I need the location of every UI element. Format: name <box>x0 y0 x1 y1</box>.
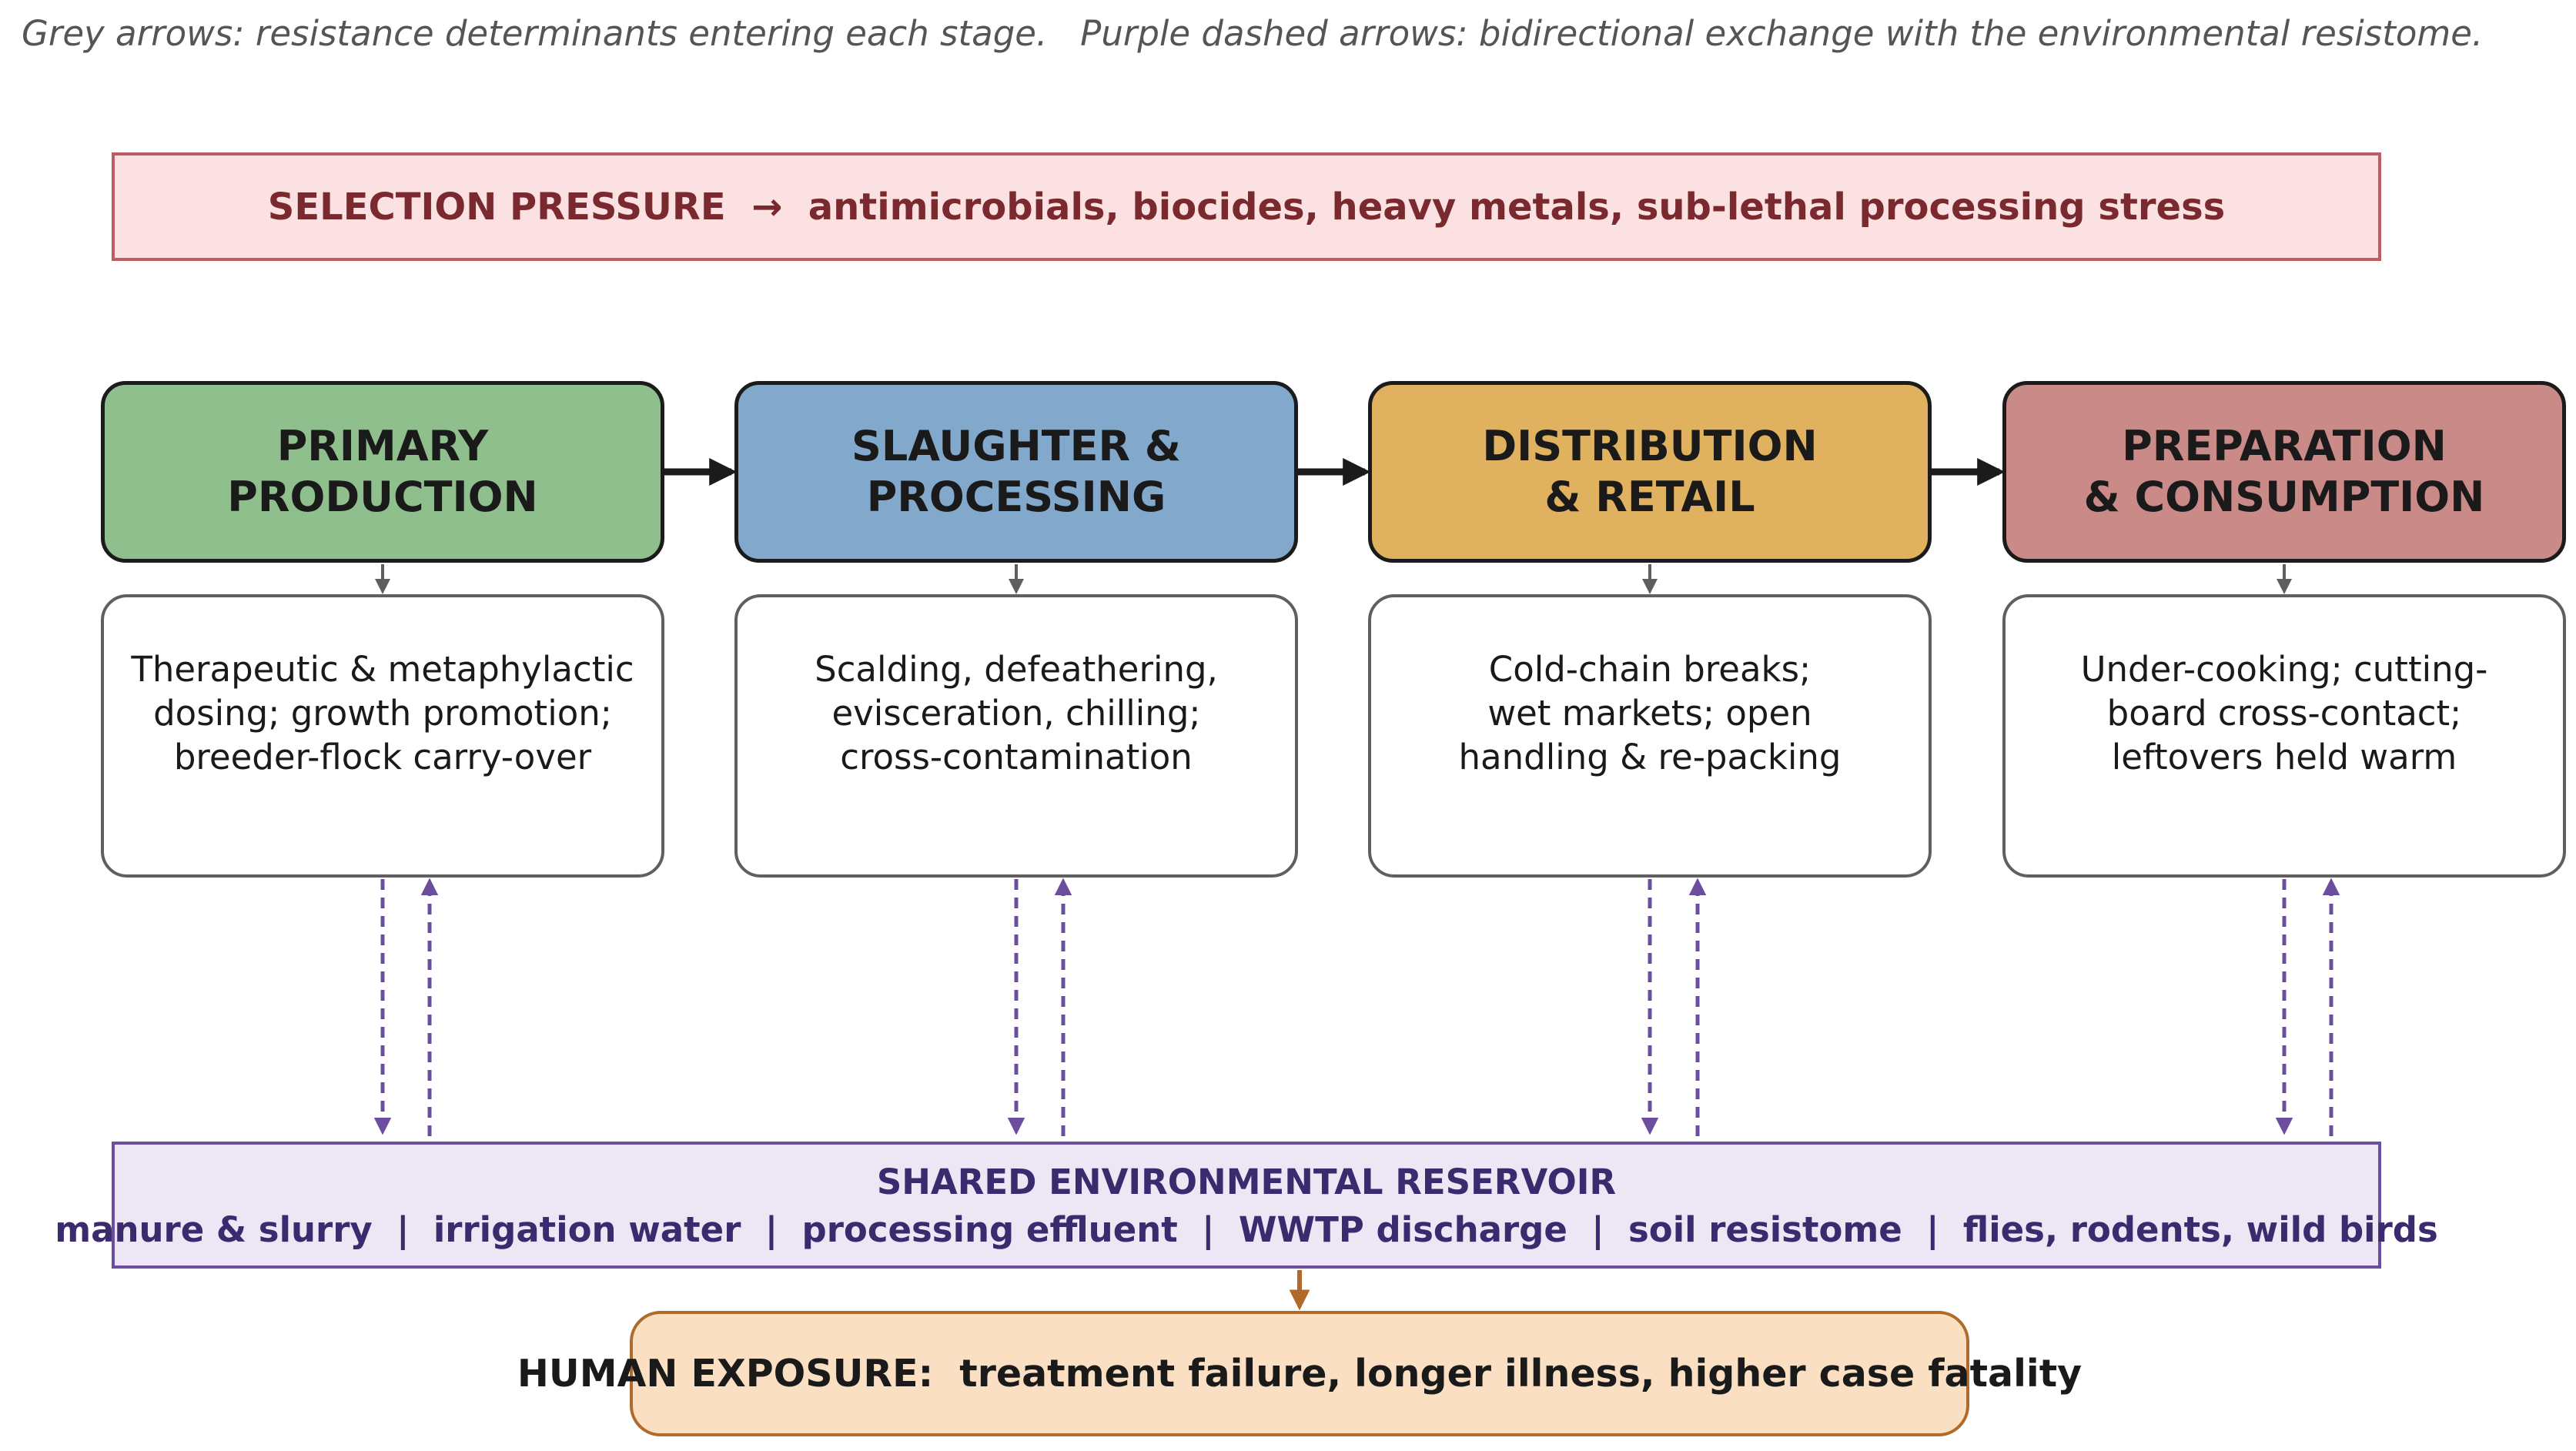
stage-title-line: DISTRIBUTION <box>1482 422 1818 470</box>
detail-line: dosing; growth promotion; <box>153 692 612 734</box>
stage-header-preparation-consumption: PREPARATION & CONSUMPTION <box>2002 381 2566 563</box>
stage-title-line: PROCESSING <box>866 473 1166 521</box>
stage-header-slaughter-processing: SLAUGHTER & PROCESSING <box>734 381 1298 563</box>
stage-header-primary-production: PRIMARY PRODUCTION <box>101 381 664 563</box>
stage-title-line: PRODUCTION <box>227 473 538 521</box>
detail-line: Under-cooking; cutting- <box>2080 648 2488 690</box>
stage-detail-distribution-retail: Cold-chain breaks; wet markets; open han… <box>1368 594 1932 878</box>
stage-detail-preparation-consumption: Under-cooking; cutting- board cross-cont… <box>2002 594 2566 878</box>
stage-title-line: & CONSUMPTION <box>2083 473 2485 521</box>
detail-line: Scalding, defeathering, <box>815 648 1218 690</box>
selection-pressure-banner: SELECTION PRESSURE → antimicrobials, bio… <box>112 152 2381 261</box>
human-exposure-box: HUMAN EXPOSURE: treatment failure, longe… <box>517 1311 2082 1436</box>
detail-line: evisceration, chilling; <box>831 692 1201 734</box>
environmental-reservoir-box: SHARED ENVIRONMENTAL RESERVOIR manure & … <box>55 1142 2438 1269</box>
stage-detail-slaughter-processing: Scalding, defeathering, evisceration, ch… <box>734 594 1298 878</box>
detail-line: Therapeutic & metaphylactic <box>131 648 634 690</box>
stage-header-distribution-retail: DISTRIBUTION & RETAIL <box>1368 381 1932 563</box>
stage-title-line: & RETAIL <box>1544 473 1755 521</box>
human-exposure-text: HUMAN EXPOSURE: treatment failure, longe… <box>517 1352 2083 1396</box>
reservoir-sources: manure & slurry | irrigation water | pro… <box>55 1209 2438 1250</box>
detail-line: Cold-chain breaks; <box>1488 648 1812 690</box>
detail-line: wet markets; open <box>1487 692 1812 734</box>
detail-line: leftovers held warm <box>2111 736 2457 777</box>
stage-title-line: SLAUGHTER & <box>851 422 1181 470</box>
stage-title-line: PREPARATION <box>2122 422 2447 470</box>
stage-title-line: PRIMARY <box>276 422 489 470</box>
reservoir-title: SHARED ENVIRONMENTAL RESERVOIR <box>876 1162 1617 1202</box>
detail-line: handling & re-packing <box>1458 736 1842 777</box>
detail-line: cross-contamination <box>840 736 1193 777</box>
detail-line: breeder-flock carry-over <box>173 736 592 777</box>
stage-detail-primary-production: Therapeutic & metaphylactic dosing; grow… <box>101 594 664 878</box>
detail-line: board cross-contact; <box>2106 692 2462 734</box>
legend-note: Grey arrows: resistance determinants ent… <box>22 13 2484 54</box>
